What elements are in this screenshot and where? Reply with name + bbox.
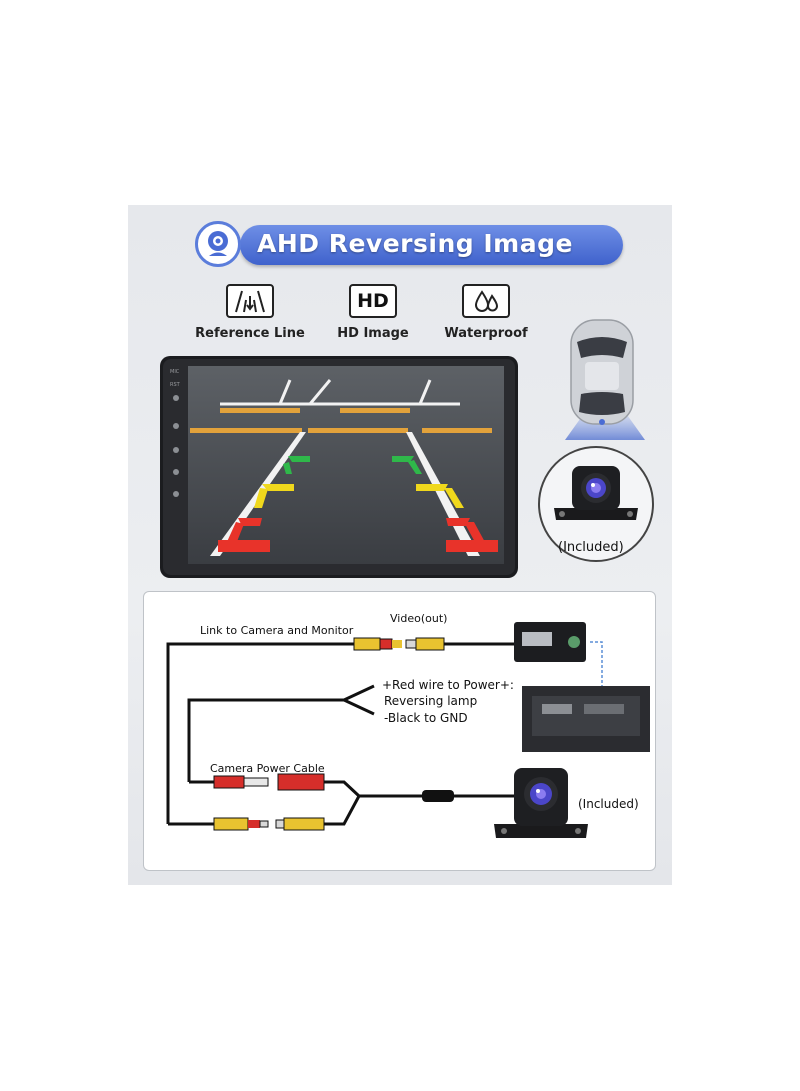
webcam-icon	[195, 221, 241, 267]
wiring-diagram: Link to Camera and Monitor Video(out) +R…	[143, 591, 656, 871]
power-line-2: Reversing lamp	[384, 694, 478, 708]
camera-power-cable-label: Camera Power Cable	[210, 762, 325, 775]
car-top-view	[555, 312, 655, 442]
rear-camera-thumbnail	[538, 446, 654, 562]
rst-label: RST	[170, 382, 181, 388]
title-pill	[240, 225, 623, 265]
hd-icon: HD	[349, 284, 397, 318]
feature-waterproof: Waterproof	[440, 284, 532, 341]
title-banner: AHD Reversing Image	[195, 221, 625, 267]
power-line-3: -Black to GND	[384, 711, 468, 725]
feature-label: HD Image	[337, 326, 409, 341]
feature-hd-image: HD HD Image	[330, 284, 416, 341]
water-drops-icon	[462, 284, 510, 318]
feature-label: Reference Line	[195, 326, 305, 341]
feature-label: Waterproof	[444, 326, 528, 341]
link-label: Link to Camera and Monitor	[200, 624, 354, 637]
mic-label: MIC	[170, 369, 180, 375]
video-out-label: Video(out)	[390, 612, 448, 625]
head-unit-monitor: MIC RST	[160, 356, 518, 578]
reference-line-icon	[226, 284, 274, 318]
camera-included-label: (Included)	[578, 797, 639, 811]
page-title: AHD Reversing Image	[257, 229, 573, 258]
feature-reference-line: Reference Line	[194, 284, 306, 341]
included-label: (Included)	[558, 540, 624, 555]
power-line-1: +Red wire to Power+:	[382, 678, 514, 692]
